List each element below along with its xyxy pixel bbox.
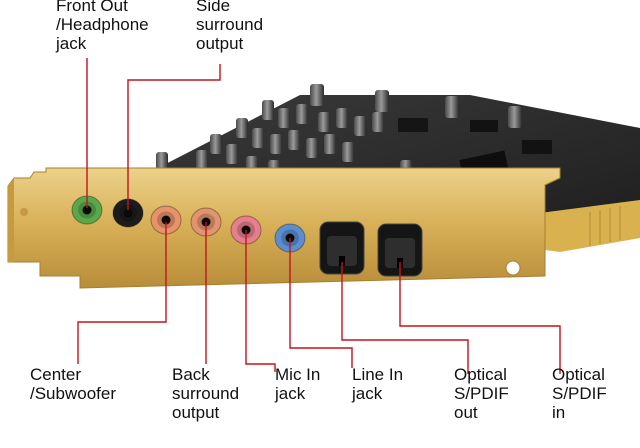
leader-optical-in (399, 262, 561, 374)
capacitors (156, 84, 522, 200)
label-line-in-jack: Line In jack (352, 365, 404, 403)
label-center-subwoofer: Center /Subwoofer (30, 365, 116, 403)
front-out-jack (71, 195, 103, 225)
label-side-surround-output: Side surround output (196, 0, 264, 53)
center-subwoofer-jack (150, 205, 182, 235)
leader-optical-out (341, 262, 469, 374)
leader-lines (77, 58, 561, 374)
label-optical-spdif-in: Optical S/PDIF in (552, 365, 607, 422)
label-back-surround-output: Back surround output (172, 365, 240, 422)
label-optical-spdif-out: Optical S/PDIF out (454, 365, 509, 422)
label-front-out-headphone: Front Out /Headphone jack (56, 0, 149, 53)
leader-mic-in (245, 230, 276, 372)
leader-line-in (289, 238, 353, 368)
optical-out-port (319, 221, 365, 275)
leader-side-surround (127, 64, 221, 210)
leader-center-subwoofer (77, 222, 167, 364)
label-mic-in-jack: Mic In jack (275, 365, 321, 403)
